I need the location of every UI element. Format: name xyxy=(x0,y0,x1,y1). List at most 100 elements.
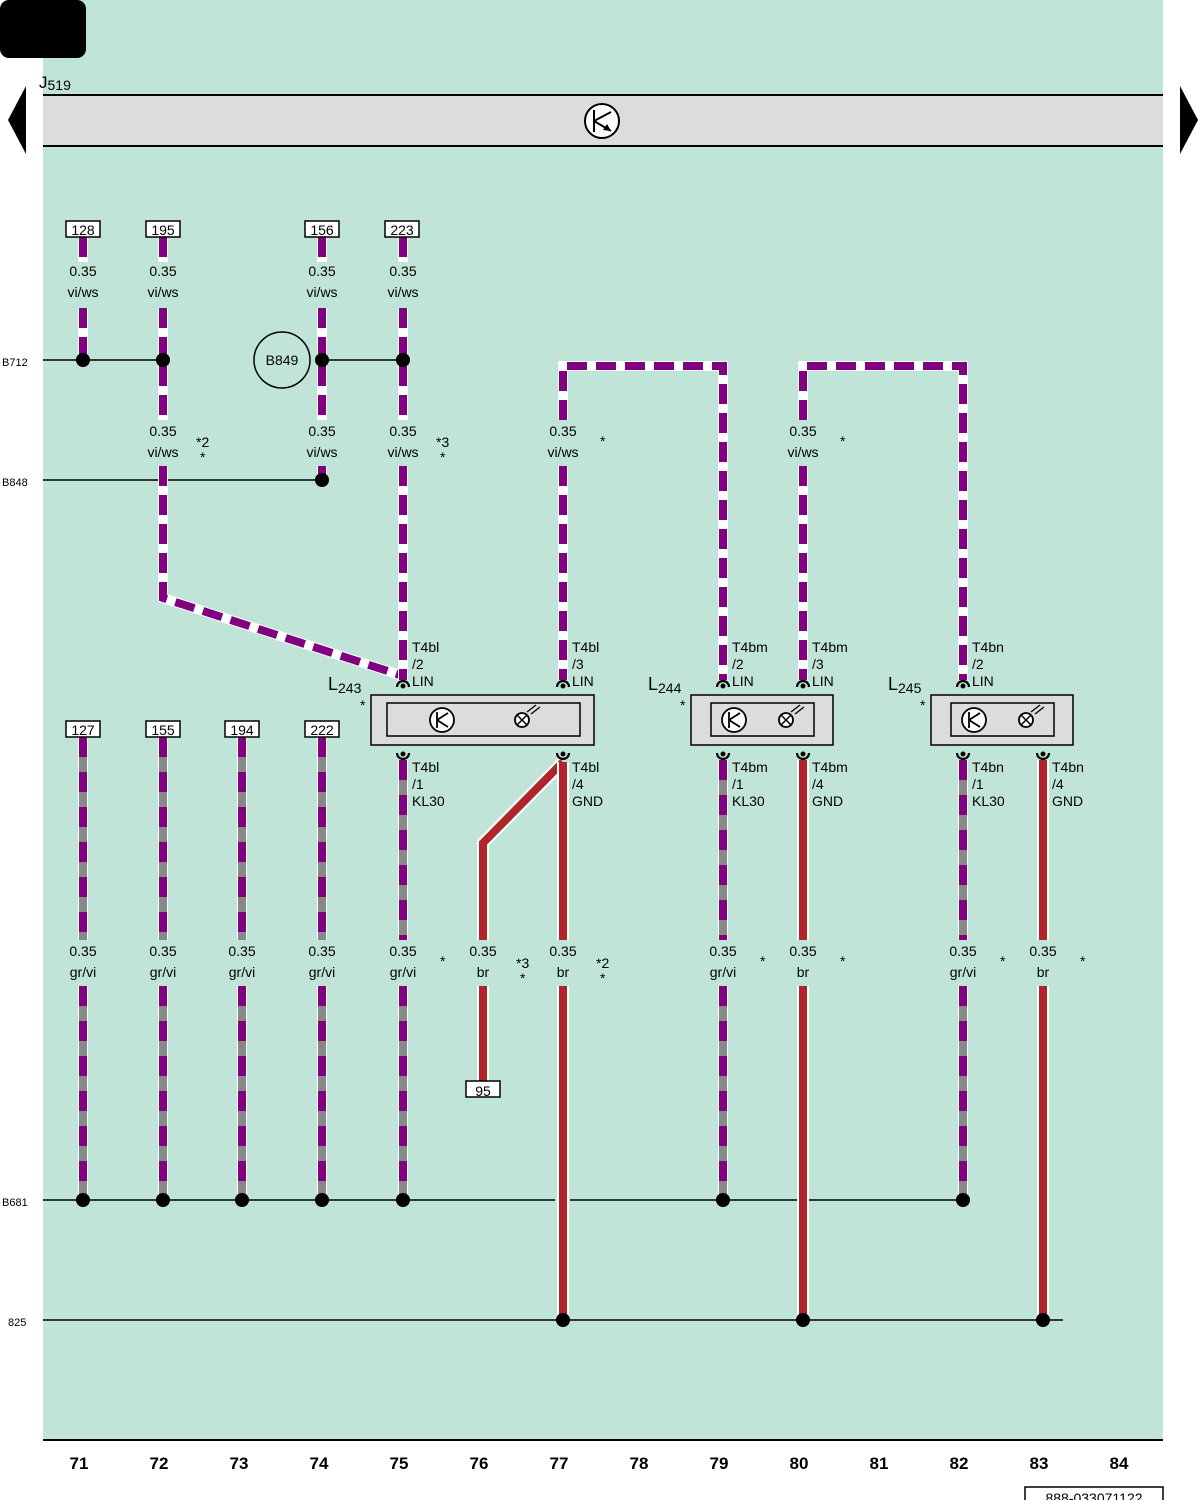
svg-text:gr/vi: gr/vi xyxy=(70,964,96,980)
svg-text:0.35: 0.35 xyxy=(308,263,335,279)
svg-text:T4bm: T4bm xyxy=(812,759,848,775)
pin-labels-l243: T4bl /2 LIN T4bl /3 LIN T4bl /1 KL30 T4b… xyxy=(412,639,603,809)
svg-text:0.35: 0.35 xyxy=(469,943,496,959)
ref-box-label: 156 xyxy=(310,222,334,238)
connector-pin-dot xyxy=(560,683,566,689)
bus-label: B681 xyxy=(2,1197,28,1209)
svg-text:br: br xyxy=(1037,964,1050,980)
lamp-label: L244 xyxy=(648,674,682,696)
svg-text:vi/ws: vi/ws xyxy=(67,284,98,300)
connector-pin-hook xyxy=(795,679,811,688)
svg-text:*: * xyxy=(1000,953,1006,969)
svg-text:/4: /4 xyxy=(812,776,824,792)
connector-pins xyxy=(395,679,1051,761)
junction-dots xyxy=(76,353,1050,1327)
svg-text:0.35: 0.35 xyxy=(789,943,816,959)
connector-pin-dot xyxy=(720,751,726,757)
svg-text:*: * xyxy=(920,697,926,713)
mid-ref-boxes: 127 155 194 222 xyxy=(65,720,340,738)
top-wire-labels: 0.35 vi/ws 0.35 vi/ws 0.35 vi/ws 0.35 vi… xyxy=(67,263,846,465)
pin-labels-l245: T4bn /2 LIN T4bn /1 KL30 T4bn /4 GND xyxy=(972,639,1084,809)
lamp-l243: L243 * xyxy=(328,674,595,746)
led-driver-icon xyxy=(429,707,455,733)
transistor-icon xyxy=(584,103,620,139)
b849-connector-icon xyxy=(253,331,311,389)
lamp-l244: L244 * xyxy=(648,674,834,746)
led-driver-icon xyxy=(961,707,987,733)
vi-ws-wire-l243-in-stripe xyxy=(159,466,405,680)
svg-text:*: * xyxy=(1080,953,1086,969)
svg-text:*3: *3 xyxy=(516,955,529,971)
svg-text:*2: *2 xyxy=(196,434,209,450)
ref-box-label: 127 xyxy=(71,722,95,738)
svg-text:79: 79 xyxy=(710,1454,729,1473)
connector-pin-hook xyxy=(395,679,411,688)
svg-text:84: 84 xyxy=(1110,1454,1129,1473)
svg-text:gr/vi: gr/vi xyxy=(710,964,736,980)
connector-pin-hook xyxy=(955,752,971,761)
ref-box-label: 223 xyxy=(390,222,414,238)
svg-text:LIN: LIN xyxy=(572,673,594,689)
svg-text:0.35: 0.35 xyxy=(389,943,416,959)
ref-box-label: 128 xyxy=(71,222,95,238)
svg-text:72: 72 xyxy=(150,1454,169,1473)
ref-box-label: 222 xyxy=(310,722,334,738)
svg-text:/4: /4 xyxy=(572,776,584,792)
svg-text:*2: *2 xyxy=(596,955,609,971)
svg-text:vi/ws: vi/ws xyxy=(306,284,337,300)
svg-text:0.35: 0.35 xyxy=(389,263,416,279)
connector-pin-dot xyxy=(800,683,806,689)
svg-text:/1: /1 xyxy=(972,776,984,792)
connector-pin-dot xyxy=(400,751,406,757)
previous-page-arrow-icon[interactable] xyxy=(8,86,26,154)
pin-labels-l244: T4bm /2 LIN T4bm /3 LIN T4bm /1 KL30 T4b… xyxy=(732,639,848,809)
connector-pin-hook xyxy=(715,752,731,761)
ref-box-95 xyxy=(465,1080,501,1098)
svg-text:78: 78 xyxy=(630,1454,649,1473)
svg-text:/2: /2 xyxy=(972,656,984,672)
svg-text:71: 71 xyxy=(70,1454,89,1473)
svg-text:*: * xyxy=(440,449,446,465)
svg-text:LIN: LIN xyxy=(732,673,754,689)
svg-text:vi/ws: vi/ws xyxy=(387,444,418,460)
svg-text:vi/ws: vi/ws xyxy=(547,444,578,460)
svg-text:/2: /2 xyxy=(732,656,744,672)
svg-text:0.35: 0.35 xyxy=(228,943,255,959)
next-page-arrow-icon[interactable] xyxy=(1180,86,1198,154)
svg-text:*: * xyxy=(360,697,366,713)
svg-text:KL30: KL30 xyxy=(412,793,445,809)
svg-text:LIN: LIN xyxy=(412,673,434,689)
connector-pin-hook xyxy=(555,752,571,761)
svg-text:0.35: 0.35 xyxy=(389,423,416,439)
svg-text:/3: /3 xyxy=(572,656,584,672)
bulb-icon xyxy=(1018,704,1045,728)
svg-text:0.35: 0.35 xyxy=(69,263,96,279)
br-wire-to-95-core xyxy=(479,759,566,940)
bus-label: 825 xyxy=(8,1317,26,1329)
connector-pin-hook xyxy=(795,752,811,761)
wires xyxy=(78,237,1049,1320)
svg-text:vi/ws: vi/ws xyxy=(387,284,418,300)
vi-ws-wire-loop-1-stripe xyxy=(559,362,727,680)
svg-text:GND: GND xyxy=(812,793,843,809)
svg-text:0.35: 0.35 xyxy=(308,423,335,439)
column-numbers: 71 72 73 74 75 76 77 78 79 80 81 82 83 8… xyxy=(70,1454,1129,1473)
svg-text:gr/vi: gr/vi xyxy=(150,964,176,980)
top-ref-boxes: 128 195 156 223 xyxy=(65,220,420,238)
svg-text:*: * xyxy=(600,433,606,449)
svg-text:*: * xyxy=(840,433,846,449)
connector-pin-dot xyxy=(960,683,966,689)
svg-text:gr/vi: gr/vi xyxy=(229,964,255,980)
svg-text:T4bn: T4bn xyxy=(1052,759,1084,775)
svg-text:vi/ws: vi/ws xyxy=(787,444,818,460)
svg-text:vi/ws: vi/ws xyxy=(306,444,337,460)
lamp-l245: L245 * xyxy=(888,674,1074,746)
bus-label: B848 xyxy=(2,477,28,489)
svg-text:gr/vi: gr/vi xyxy=(950,964,976,980)
lamp-label: L243 xyxy=(328,674,362,696)
connector-pin-dot xyxy=(400,683,406,689)
svg-text:T4bl: T4bl xyxy=(572,639,599,655)
svg-text:LIN: LIN xyxy=(972,673,994,689)
svg-text:/4: /4 xyxy=(1052,776,1064,792)
